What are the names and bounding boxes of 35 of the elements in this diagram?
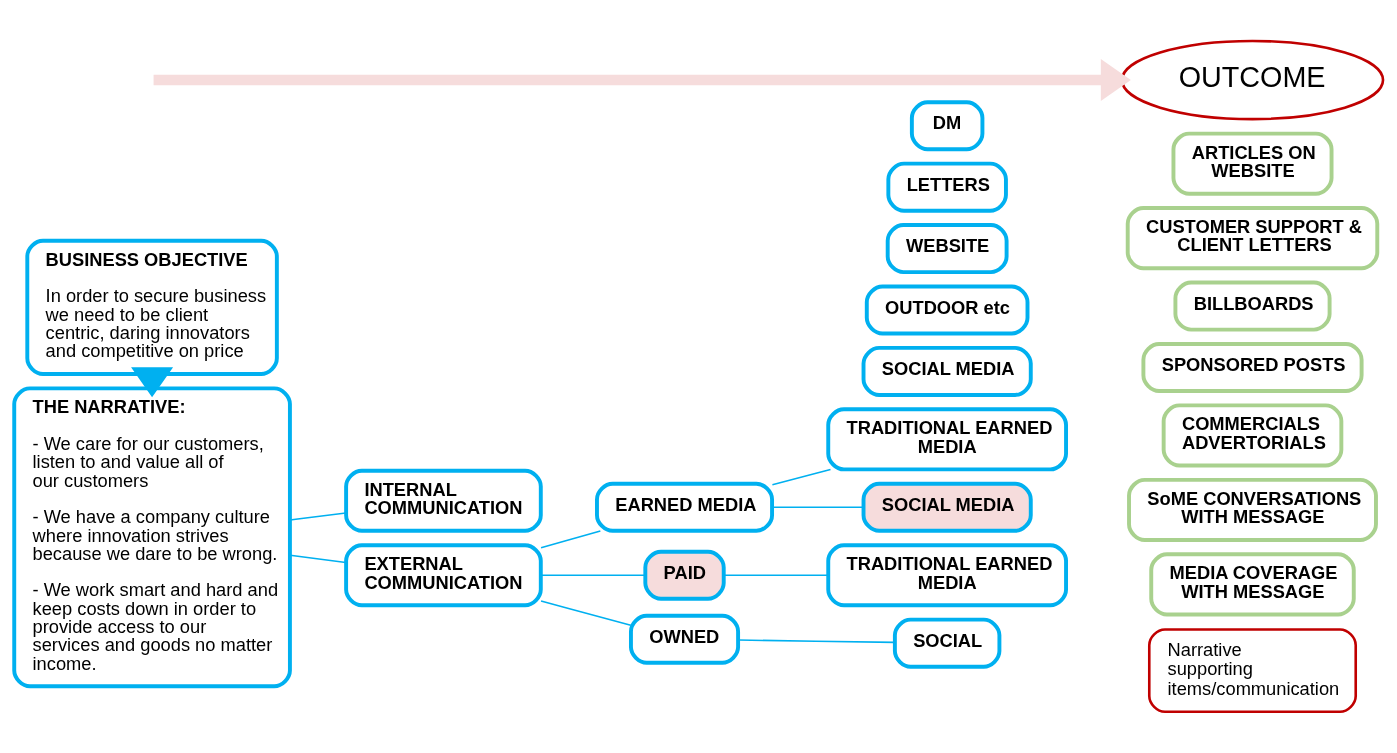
connector: [540, 600, 632, 626]
node-box: EXTERNAL COMMUNICATION: [344, 543, 543, 608]
connector: [723, 574, 829, 576]
arrow: [153, 59, 1131, 102]
connector: [289, 512, 347, 521]
connector: [289, 554, 347, 564]
node-box: ARTICLES ON WEBSITE: [1171, 131, 1334, 196]
node-box: MEDIA COVERAGE WITH MESSAGE: [1149, 552, 1356, 617]
node-box: BILLBOARDS: [1173, 280, 1332, 332]
node-box: OWNED: [629, 613, 741, 665]
connector: [737, 639, 896, 644]
connector: [540, 530, 602, 549]
node-box: TRADITIONAL EARNED MEDIA: [826, 407, 1068, 472]
node-box: SPONSORED POSTS: [1141, 342, 1364, 393]
node-box: LETTERS: [886, 161, 1008, 213]
connector: [540, 574, 646, 576]
node-box: DM: [909, 100, 985, 152]
node-box: WEBSITE: [885, 223, 1009, 275]
node-box: EARNED MEDIA: [595, 481, 774, 533]
node-box: SOCIAL MEDIA: [861, 345, 1033, 397]
node-box: PAID: [643, 549, 726, 601]
arrow: [131, 367, 174, 398]
node-box: CUSTOMER SUPPORT & CLIENT LETTERS: [1125, 206, 1380, 271]
node-box: Narrative supporting items/communication: [1147, 628, 1358, 714]
node-ellipse: OUTCOME: [1120, 39, 1385, 121]
node-box: SOCIAL: [892, 617, 1002, 669]
node-box: OUTDOOR etc: [864, 284, 1030, 336]
node-box: COMMERCIALS ADVERTORIALS: [1161, 403, 1344, 468]
node-box: TRADITIONAL EARNED MEDIA: [826, 543, 1068, 608]
node-box: THE NARRATIVE: - We care for our customers, listen to and value all of our customers - We have a company culture where innovation strives because we dare to be wrong. - We work smart and hard and keep costs down in order to provide access to our services and goods no matter income.: [12, 386, 292, 689]
connector: [771, 506, 864, 509]
node-box: SOCIAL MEDIA: [861, 481, 1033, 533]
connector: [771, 468, 832, 486]
node-box: SoME CONVERSATIONS WITH MESSAGE: [1127, 477, 1378, 542]
node-box: INTERNAL COMMUNICATION: [344, 468, 543, 533]
